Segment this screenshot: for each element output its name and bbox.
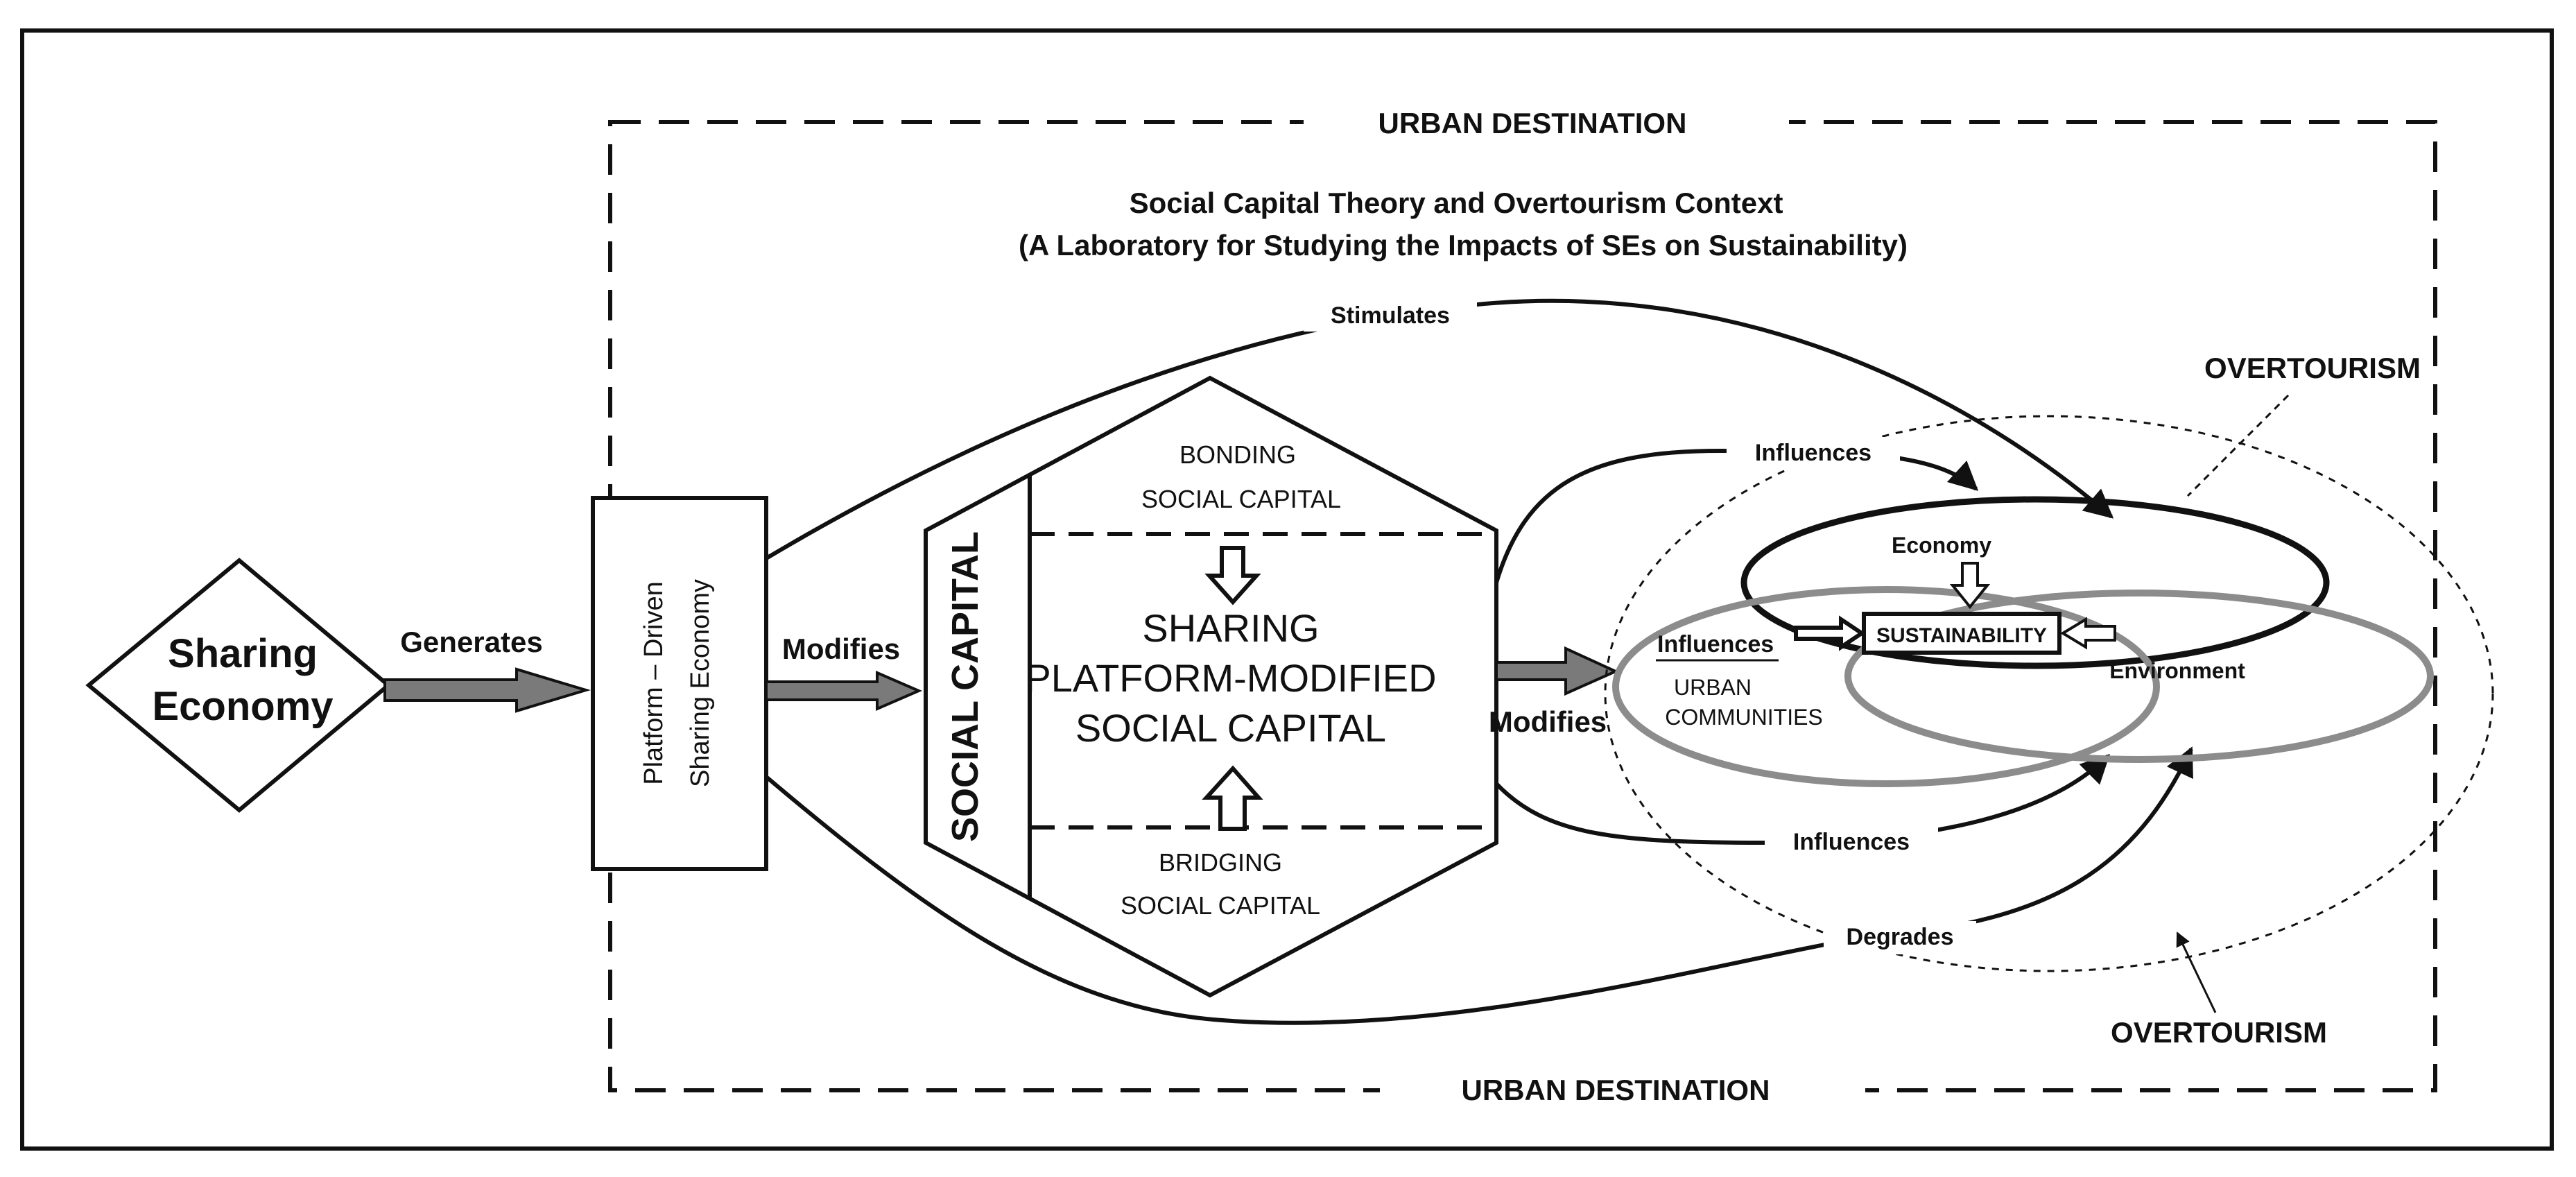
degrades-label-bg — [1824, 921, 1976, 954]
modifies-label-1: Modifies — [782, 633, 900, 665]
environment-label: Environment — [2109, 658, 2245, 683]
bridging-line1: BRIDGING — [1159, 848, 1282, 877]
overtourism-ellipse — [1604, 415, 2494, 972]
influences-top-curve — [1494, 448, 1979, 583]
outer-frame — [20, 28, 2554, 1151]
bridging-line2: SOCIAL CAPITAL — [1121, 891, 1320, 920]
influences-bottom-label-bg — [1765, 825, 1938, 859]
bonding-line2: SOCIAL CAPITAL — [1141, 485, 1341, 513]
economy-ellipse — [1740, 496, 2330, 669]
urban-communities-ellipse — [1612, 586, 2160, 787]
sharing-economy-line1: Sharing — [168, 631, 318, 676]
influences-inner-arrow — [1794, 615, 1866, 651]
main-line1: SHARING — [1142, 606, 1319, 650]
generates-label: Generates — [400, 626, 542, 658]
influences-inner-label: Influences — [1657, 631, 1774, 658]
platform-line2: Sharing Economy — [686, 579, 715, 787]
modifies-arrow-2 — [1495, 646, 1619, 696]
generates-arrow — [383, 667, 591, 713]
influences-top-label: Influences — [1755, 440, 1872, 466]
environment-left-arrow — [2060, 617, 2116, 650]
overtourism-bottom-label: OVERTOURISM — [2111, 1016, 2327, 1049]
overtourism-top-label: OVERTOURISM — [2204, 352, 2421, 384]
stimulates-label: Stimulates — [1331, 302, 1450, 329]
sharing-economy-line2: Economy — [152, 684, 333, 729]
bridging-up-arrow — [1202, 765, 1263, 831]
influences-bottom-label: Influences — [1793, 829, 1910, 855]
urban-bottom-label-gap — [1380, 1072, 1865, 1108]
social-capital-side-label: SOCIAL CAPITAL — [944, 531, 986, 842]
bonding-down-arrow — [1204, 546, 1261, 605]
economy-down-arrow — [1949, 562, 1991, 610]
stimulates-label-bg — [1304, 298, 1477, 332]
platform-box — [591, 496, 768, 871]
degrades-label: Degrades — [1847, 924, 1954, 950]
context-title: Social Capital Theory and Overtourism Co… — [1130, 187, 1783, 219]
urban-destination-frame — [608, 120, 2437, 1092]
overtourism-bottom-pointer — [2176, 931, 2217, 1013]
main-line3: SOCIAL CAPITAL — [1075, 706, 1386, 750]
overtourism-top-pointer — [2186, 394, 2290, 497]
sustainability-label: SUSTAINABILITY — [1876, 624, 2047, 647]
modifies-arrow-1 — [765, 670, 923, 712]
environment-ellipse — [1844, 590, 2434, 763]
context-subtitle: (A Laboratory for Studying the Impacts o… — [1019, 229, 1908, 261]
economy-label: Economy — [1892, 533, 1991, 558]
influences-top-label-bg — [1727, 437, 1900, 470]
urban-destination-top-label: URBAN DESTINATION — [1378, 107, 1687, 139]
urban-line2: COMMUNITIES — [1665, 705, 1823, 730]
bonding-line1: BONDING — [1179, 440, 1296, 469]
main-line2: PLATFORM-MODIFIED — [1025, 656, 1436, 700]
degrades-curve — [765, 746, 2193, 1025]
urban-destination-bottom-label: URBAN DESTINATION — [1462, 1074, 1770, 1106]
modifies-label-2: Modifies — [1489, 705, 1607, 738]
urban-top-label-gap — [1304, 104, 1789, 140]
platform-line1: Platform – Driven — [639, 581, 668, 785]
urban-line1: URBAN — [1674, 675, 1752, 700]
